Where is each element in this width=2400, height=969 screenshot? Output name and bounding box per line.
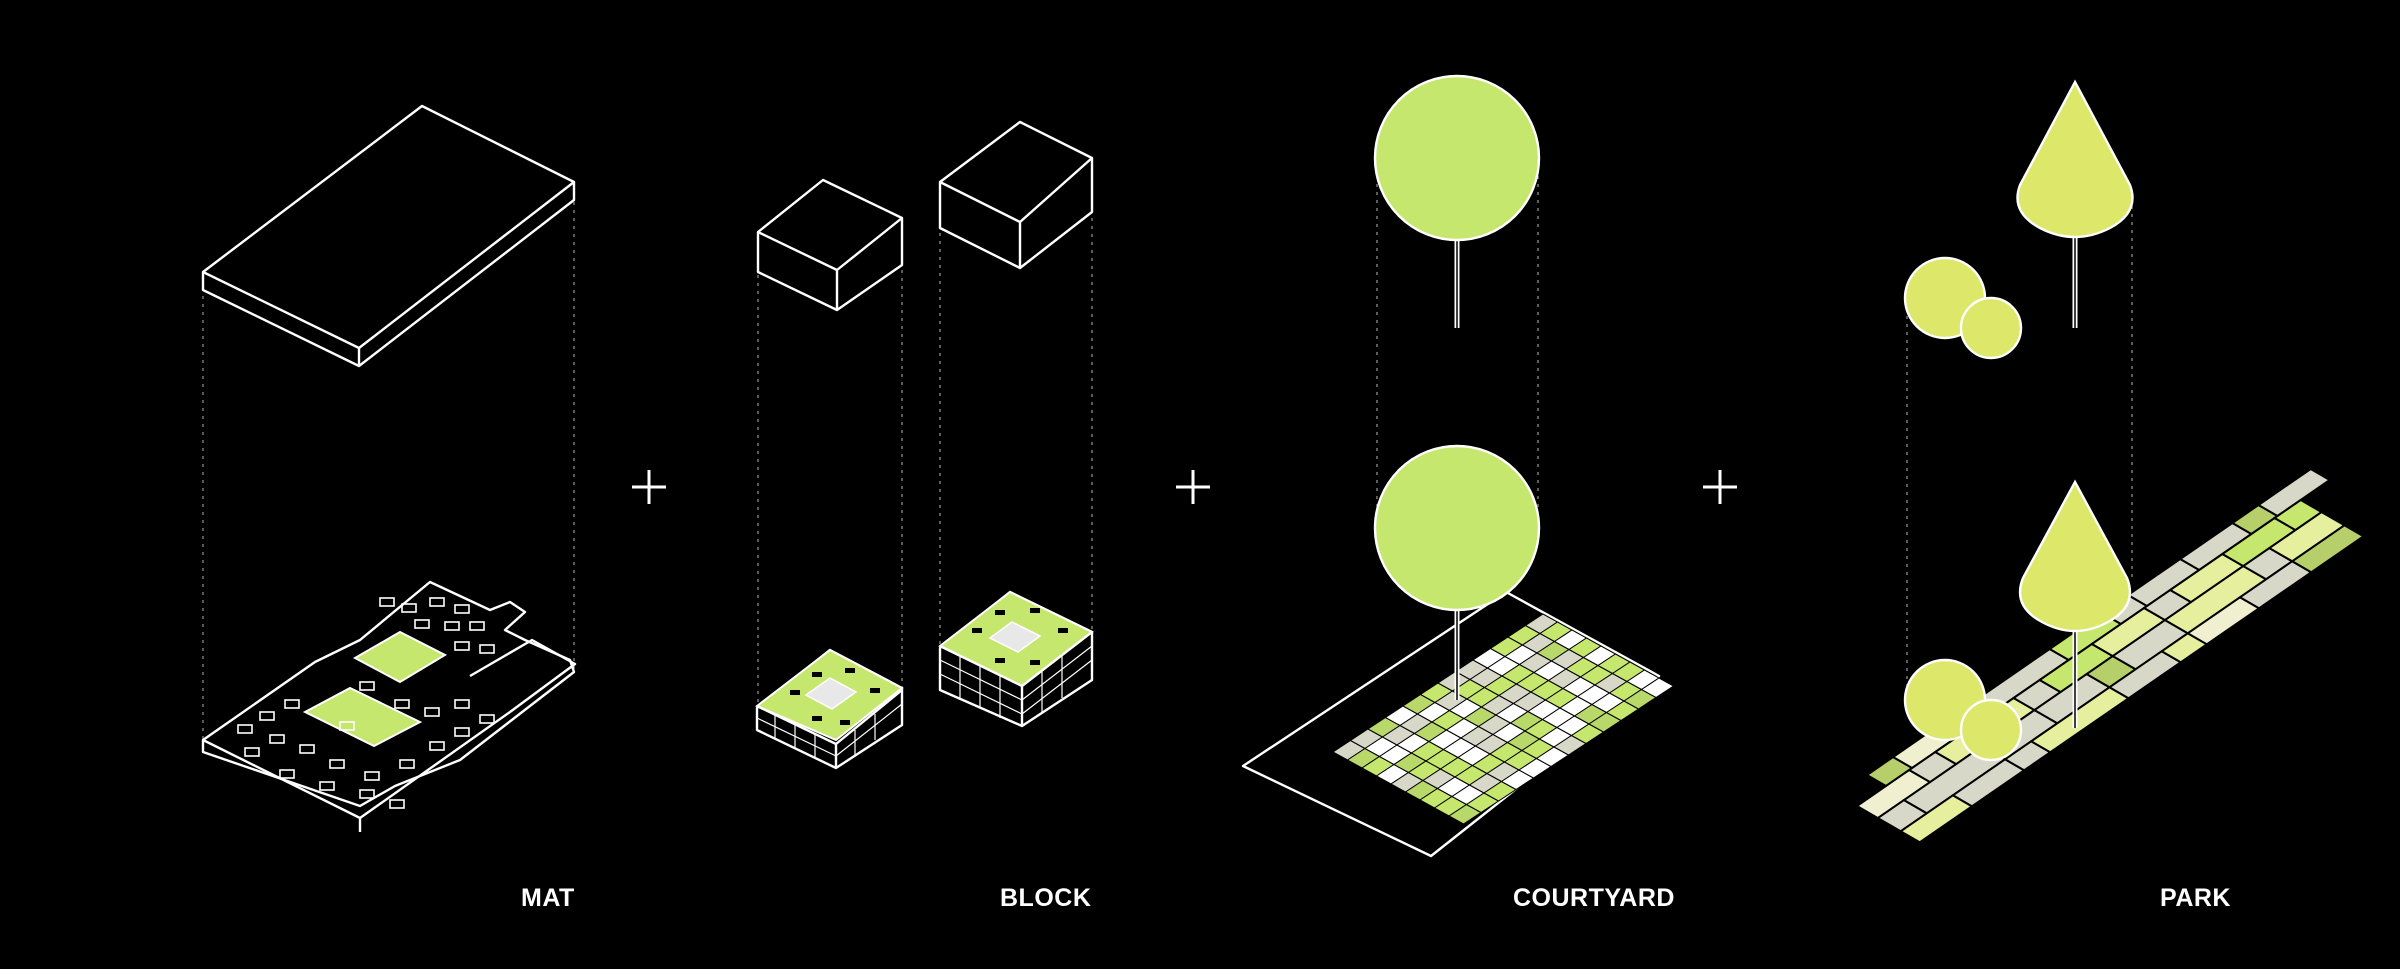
mat-roof-slab: [201, 104, 576, 368]
park-diagram: [1855, 79, 2366, 844]
courtyard-tile: [1640, 677, 1675, 699]
courtyard-plane: [1241, 590, 1661, 858]
block-large-volume: [938, 120, 1094, 270]
block-diagram: [755, 120, 1094, 770]
mat-diagram: [201, 104, 577, 832]
block-large-ground: [938, 590, 1094, 728]
park-paving: [1855, 467, 2366, 844]
label-mat: MAT: [521, 884, 575, 912]
shrub-icon: [1903, 256, 2023, 360]
tree-cone-icon: [2018, 479, 2132, 728]
mat-courtyard-lower: [302, 686, 423, 748]
mat-ground-building: [201, 580, 577, 832]
courtyard-tiles: [1332, 613, 1675, 825]
shrub-icon: [1903, 658, 2023, 762]
tree-round-icon: [1373, 444, 1541, 700]
plus-icon: [632, 470, 666, 504]
plus-icon: [1703, 470, 1737, 504]
tree-cone-icon: [2016, 79, 2134, 328]
paving-tile: [2290, 524, 2366, 574]
label-park: PARK: [2160, 884, 2231, 912]
label-block: BLOCK: [1000, 884, 1092, 912]
courtyard-diagram: [1241, 74, 1675, 858]
label-courtyard: COURTYARD: [1513, 884, 1675, 912]
paving-tile: [2256, 467, 2332, 518]
block-small-ground: [755, 648, 904, 770]
block-small-volume: [756, 178, 904, 312]
tree-round-icon: [1373, 74, 1541, 328]
plus-icon: [1176, 470, 1210, 504]
mat-courtyard-upper: [352, 630, 448, 684]
